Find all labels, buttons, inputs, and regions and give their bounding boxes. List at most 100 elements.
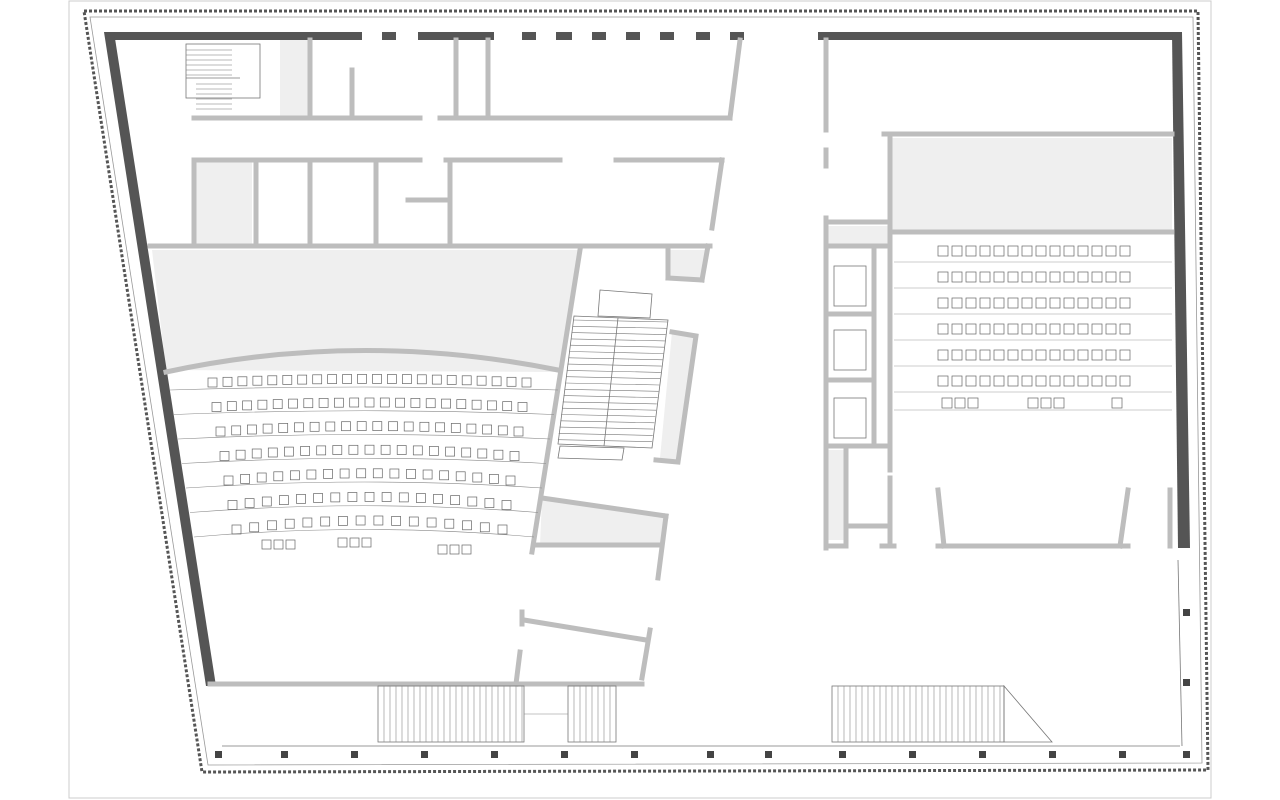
seat: [1119, 297, 1131, 309]
seat: [937, 271, 949, 283]
seat: [1077, 375, 1089, 387]
seat: [446, 375, 457, 385]
seat: [1091, 297, 1103, 309]
detail-lines: [185, 43, 1183, 747]
seat: [290, 470, 300, 481]
stair-tread: [566, 370, 661, 373]
seat: [426, 517, 437, 528]
seat: [1091, 375, 1103, 387]
accessible-seat: [967, 397, 979, 409]
seat: [965, 375, 977, 387]
seat: [312, 374, 323, 385]
seat: [406, 469, 416, 479]
curved-hall-seating: [169, 374, 559, 555]
seat: [1119, 271, 1131, 283]
accessible-seat: [449, 544, 460, 555]
seat: [951, 271, 963, 283]
seat-row-line: [185, 481, 543, 489]
seat: [487, 400, 497, 411]
seat: [1049, 323, 1061, 335]
seat: [402, 374, 412, 384]
column: [351, 751, 358, 758]
seat: [1021, 271, 1033, 283]
seat: [937, 323, 949, 335]
seat: [1077, 323, 1089, 335]
drawing-border: [68, 0, 1212, 799]
seat: [979, 245, 991, 257]
seat: [979, 271, 991, 283]
seat: [288, 398, 298, 409]
seat: [416, 374, 427, 385]
seat: [1007, 323, 1019, 335]
seat: [1063, 245, 1075, 257]
seat: [267, 520, 277, 531]
seat: [222, 376, 233, 387]
seat: [965, 323, 977, 335]
seat: [294, 422, 304, 433]
stair-tread: [570, 338, 666, 342]
accessible-seat: [361, 537, 372, 548]
seat: [240, 474, 250, 484]
seat-row-line: [189, 505, 539, 513]
seat: [1035, 297, 1047, 309]
facade-outline: [82, 9, 1210, 774]
seat: [429, 446, 439, 456]
seat: [249, 522, 260, 533]
seat: [455, 471, 466, 482]
seat: [937, 375, 949, 387]
columns: [215, 609, 1190, 758]
seat: [1063, 323, 1075, 335]
seat: [965, 271, 977, 283]
seat: [391, 516, 401, 526]
seat: [296, 494, 306, 504]
accessible-seat: [1040, 397, 1052, 409]
central-stair: [557, 289, 669, 461]
seat: [993, 297, 1005, 309]
seat: [993, 323, 1005, 335]
seat: [412, 445, 423, 456]
seat: [323, 469, 333, 479]
seat: [226, 401, 237, 411]
seat: [372, 374, 382, 384]
column: [1119, 751, 1126, 758]
seat: [247, 424, 257, 435]
seat: [521, 377, 532, 388]
stair-tread: [566, 376, 661, 379]
seat: [506, 376, 517, 387]
seat: [272, 399, 283, 409]
seat: [951, 297, 963, 309]
seat: [1119, 245, 1131, 257]
seat: [1021, 297, 1033, 309]
seat: [341, 421, 351, 432]
seat: [433, 494, 443, 504]
stair-landing: [597, 289, 653, 319]
seat: [937, 245, 949, 257]
seat: [364, 444, 375, 455]
seat: [231, 425, 242, 436]
seat: [364, 492, 375, 502]
seat: [267, 447, 278, 458]
seat: [403, 421, 414, 432]
column: [707, 751, 714, 758]
column: [909, 751, 916, 758]
stair-tread: [559, 426, 654, 430]
accessible-seat: [1053, 397, 1065, 409]
seat: [1105, 245, 1117, 257]
seat: [993, 375, 1005, 387]
seat: [951, 375, 963, 387]
seat-row-line: [169, 386, 559, 391]
seat: [387, 374, 397, 384]
seat: [325, 421, 336, 432]
shaded-zones: [152, 40, 1172, 545]
seat: [347, 492, 358, 502]
seat: [1105, 271, 1117, 283]
seat: [334, 397, 344, 408]
seat: [1091, 245, 1103, 257]
seat: [1007, 349, 1019, 361]
seat: [450, 495, 460, 505]
seat: [278, 423, 289, 433]
seat: [419, 421, 430, 432]
seat: [388, 421, 398, 432]
seat: [302, 517, 313, 528]
